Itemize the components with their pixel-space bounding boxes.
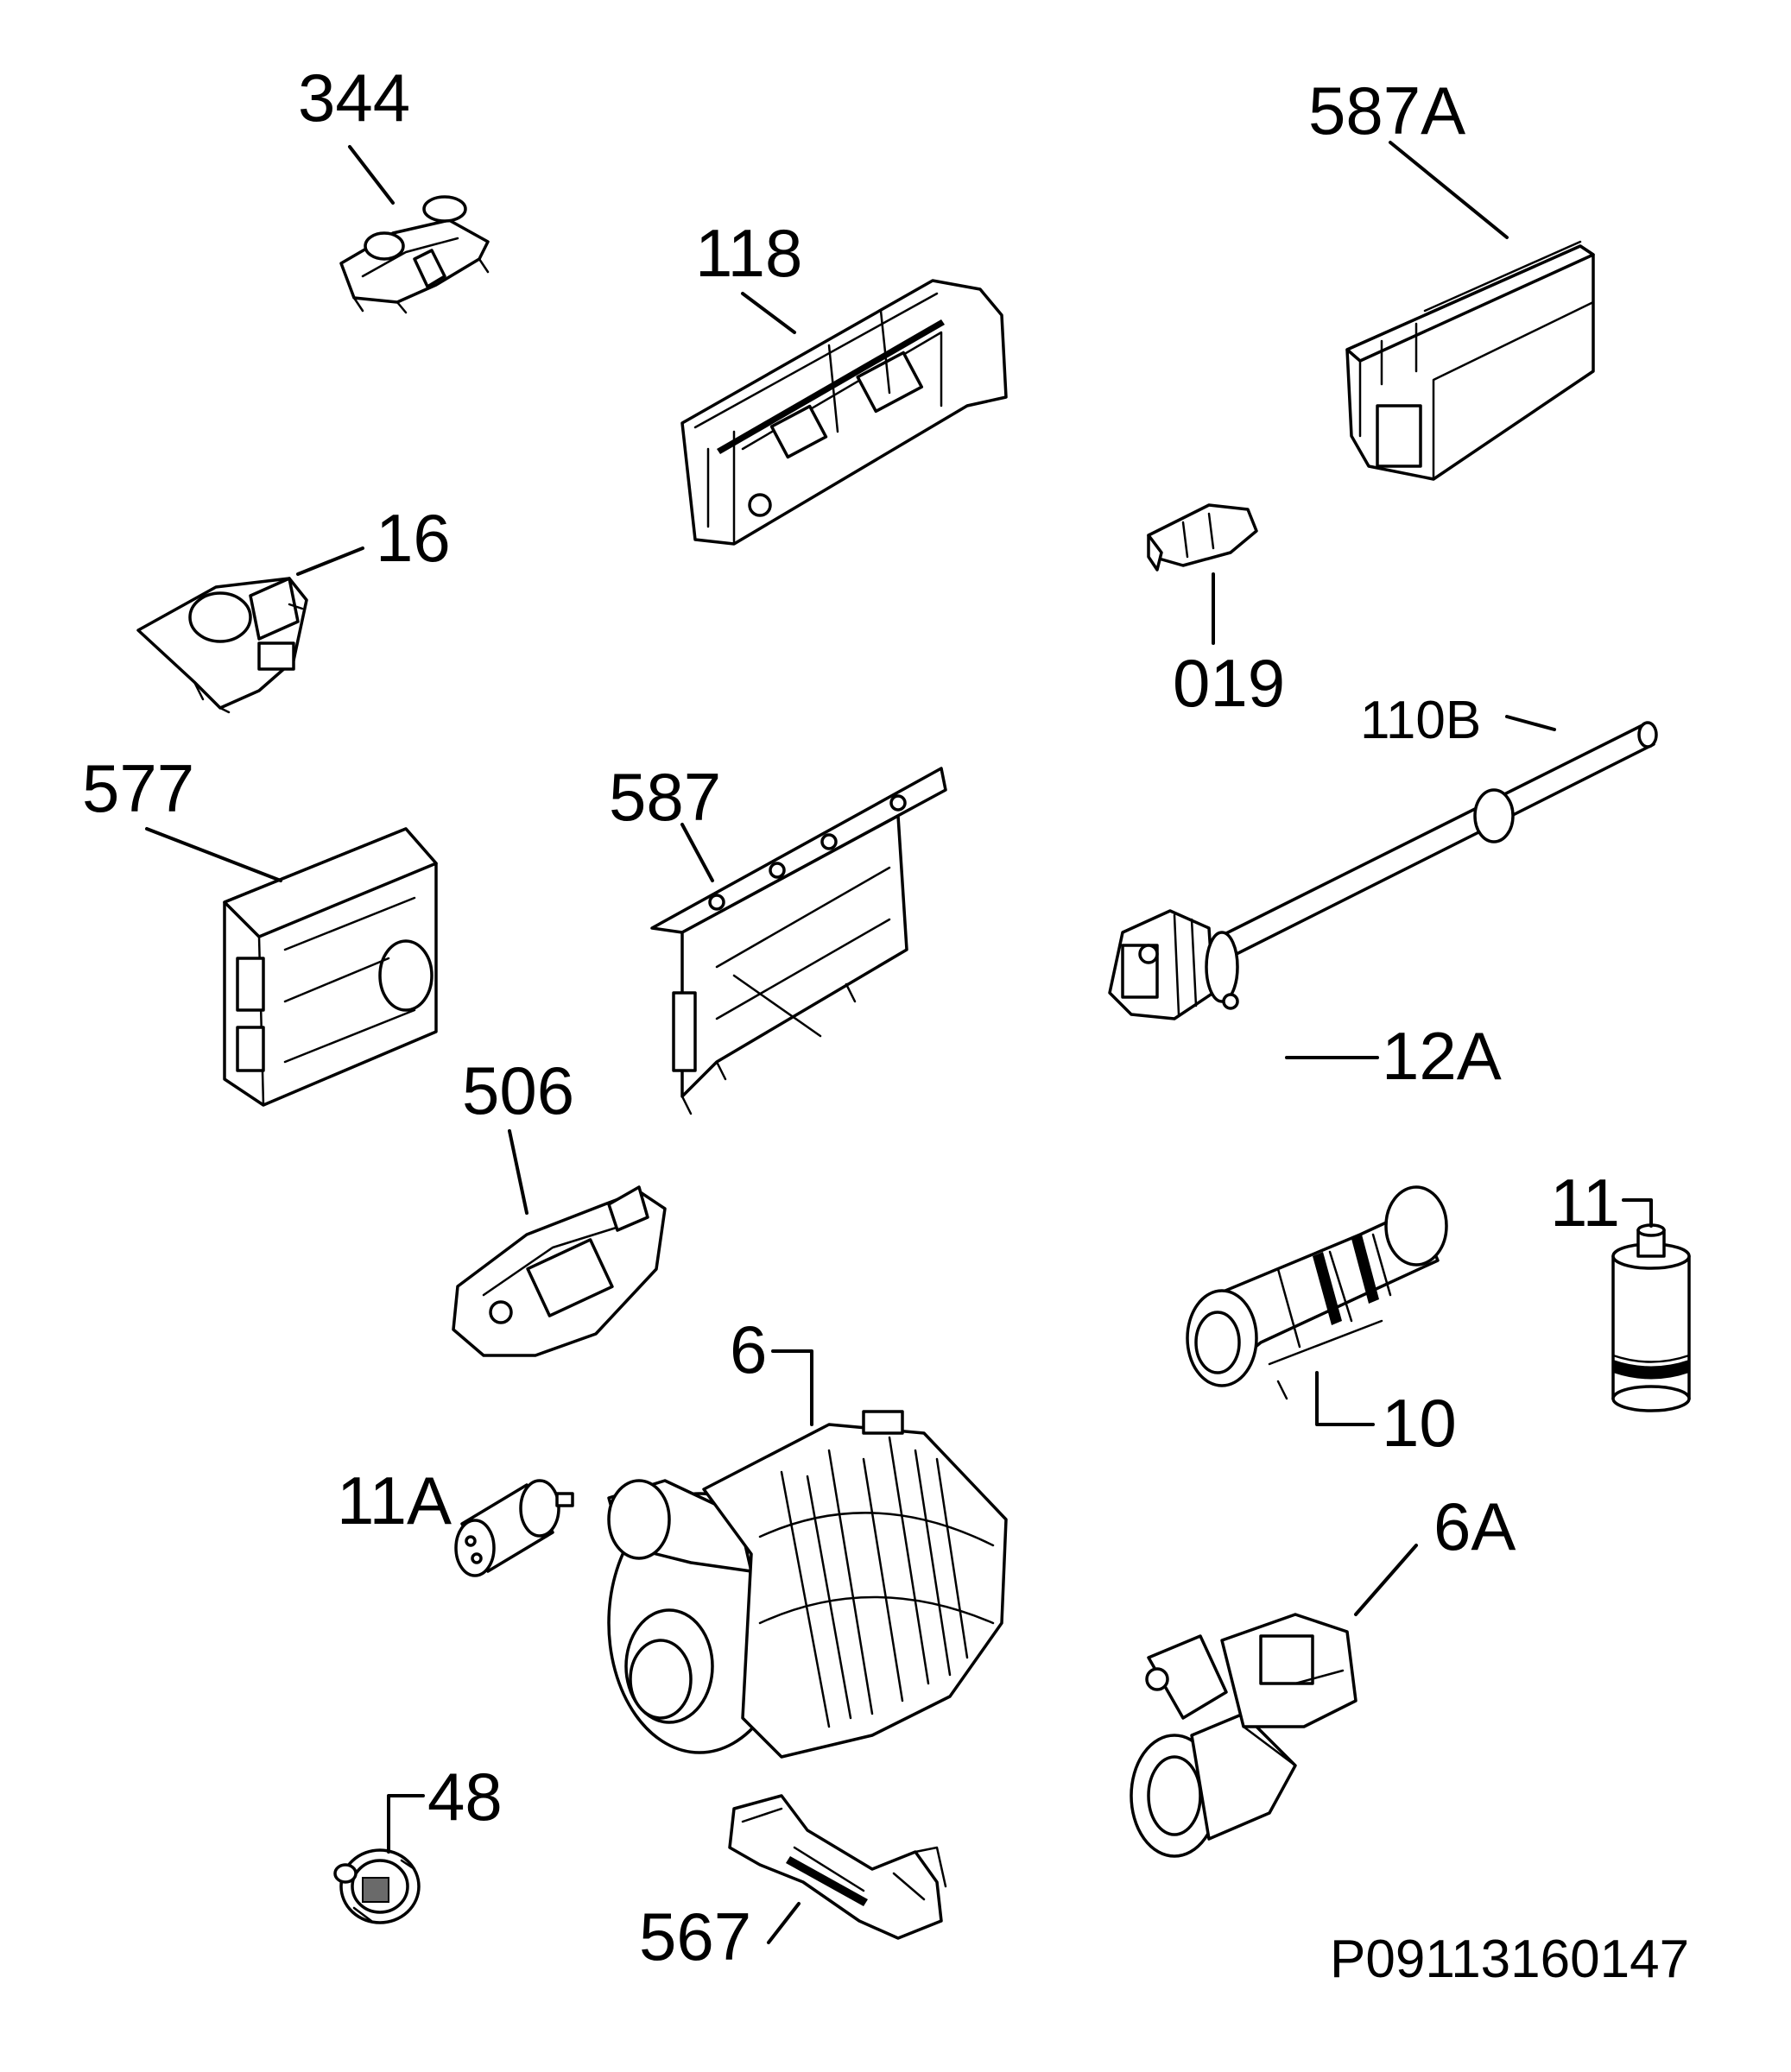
part-11[interactable]	[1611, 1223, 1691, 1412]
leader-577	[145, 827, 282, 882]
leader-16	[296, 546, 364, 576]
leader-6A	[1354, 1544, 1418, 1616]
part-48[interactable]	[333, 1848, 421, 1924]
label-12A: 12A	[1382, 1018, 1502, 1094]
leader-587A	[1389, 141, 1509, 239]
label-11: 11	[1550, 1165, 1620, 1241]
leader-110B	[1505, 715, 1556, 731]
leader-567	[767, 1902, 801, 1944]
label-587A: 587A	[1308, 73, 1465, 148]
label-10: 10	[1382, 1385, 1457, 1461]
leader-48	[387, 1794, 425, 1854]
part-6A[interactable]	[1130, 1613, 1357, 1858]
part-344[interactable]	[339, 195, 490, 314]
leader-587	[680, 823, 714, 882]
leader-10	[1315, 1371, 1375, 1426]
part-6[interactable]	[607, 1410, 1008, 1759]
part-587A[interactable]	[1345, 240, 1595, 481]
part-11A[interactable]	[454, 1479, 574, 1577]
part-587[interactable]	[650, 767, 947, 1115]
label-110B: 110B	[1360, 691, 1481, 750]
leader-11	[1622, 1198, 1653, 1228]
leader-118	[741, 292, 796, 334]
label-019: 019	[1173, 645, 1285, 721]
label-11A: 11A	[337, 1462, 452, 1538]
label-506: 506	[462, 1052, 574, 1128]
label-16: 16	[376, 500, 451, 576]
label-567: 567	[639, 1898, 751, 1974]
leader-6	[771, 1349, 813, 1426]
label-6A: 6A	[1433, 1488, 1516, 1564]
label-6: 6	[730, 1311, 767, 1387]
label-48: 48	[427, 1759, 503, 1835]
part-019[interactable]	[1147, 503, 1258, 572]
part-12A[interactable]	[1108, 721, 1658, 1020]
part-118[interactable]	[680, 279, 1008, 546]
part-577[interactable]	[223, 827, 438, 1107]
part-567[interactable]	[728, 1794, 947, 1940]
label-344: 344	[298, 60, 410, 136]
label-118: 118	[695, 215, 802, 291]
label-577: 577	[82, 750, 194, 826]
leader-506	[508, 1129, 528, 1215]
part-16[interactable]	[136, 577, 308, 714]
part-10[interactable]	[1186, 1185, 1448, 1400]
leader-344	[348, 145, 395, 205]
part-506[interactable]	[452, 1185, 667, 1357]
label-587: 587	[609, 759, 721, 835]
diagram-code: P09113160147	[1330, 1930, 1689, 1989]
